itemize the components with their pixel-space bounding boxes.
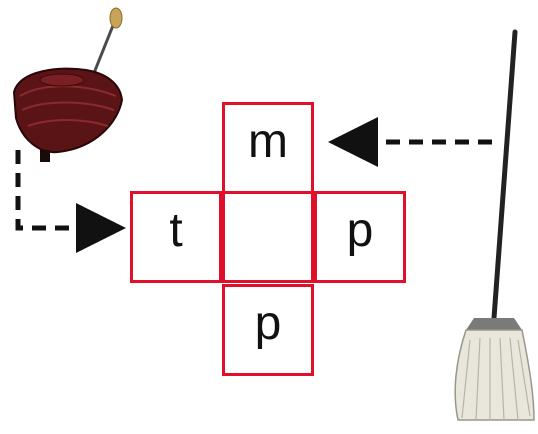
cell-bottom-letter: p: [254, 297, 282, 350]
cell-left-letter: t: [169, 204, 183, 257]
cell-right[interactable]: p: [314, 191, 406, 283]
cell-left[interactable]: t: [130, 191, 222, 283]
cell-right-letter: p: [346, 204, 374, 257]
mop-image: [454, 29, 535, 421]
arrow-top-to-left: [15, 150, 126, 253]
cell-top[interactable]: m: [222, 102, 314, 194]
spinning-top-image: [12, 7, 124, 162]
cell-center[interactable]: [222, 191, 314, 283]
cell-bottom[interactable]: p: [222, 284, 314, 376]
cell-top-letter: m: [248, 115, 288, 168]
